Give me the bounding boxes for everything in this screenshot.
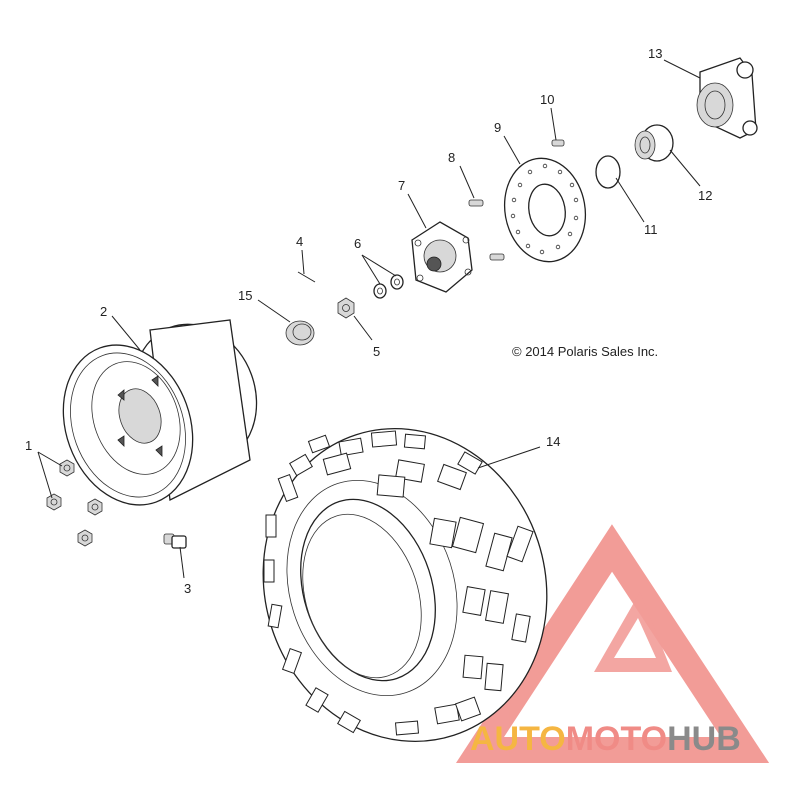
part-valve-stem <box>163 533 187 549</box>
part-snap-ring <box>595 155 621 189</box>
callout-10: 10 <box>540 92 554 107</box>
watermark-triangle-hole <box>614 618 656 658</box>
callout-7: 7 <box>398 178 405 193</box>
callout-6: 6 <box>354 236 361 251</box>
callout-14: 14 <box>546 434 560 449</box>
part-wheel-hub <box>411 221 473 293</box>
callout-1: 1 <box>25 438 32 453</box>
copyright-notice: © 2014 Polaris Sales Inc. <box>512 344 658 359</box>
callout-9: 9 <box>494 120 501 135</box>
callout-11: 11 <box>644 222 658 237</box>
part-washers <box>373 274 404 299</box>
watermark-text-part1: AUTO <box>470 720 566 758</box>
callout-12: 12 <box>698 188 712 203</box>
callout-4: 4 <box>296 234 303 249</box>
callout-5: 5 <box>373 344 380 359</box>
watermark-text: AUTOMOTOHUB <box>470 720 741 758</box>
callout-labels: 1 2 3 4 5 6 7 8 9 10 11 12 13 14 15 <box>25 46 712 596</box>
watermark-text-part3: HUB <box>667 720 741 758</box>
part-brake-disc <box>503 157 587 263</box>
watermark-logo <box>455 524 770 763</box>
watermark-triangle-outer <box>455 524 770 763</box>
callout-3: 3 <box>184 581 191 596</box>
leader-lines <box>37 59 701 579</box>
callout-8: 8 <box>448 150 455 165</box>
watermark-text-part2: MOTO <box>566 720 667 758</box>
part-disc-bolt <box>551 139 565 147</box>
part-tire <box>262 427 548 743</box>
part-bearing <box>634 124 674 162</box>
part-bolts <box>468 199 505 261</box>
callout-2: 2 <box>100 304 107 319</box>
part-castle-nut <box>337 297 355 319</box>
callout-13: 13 <box>648 46 662 61</box>
part-hub-cap <box>285 320 315 346</box>
part-cotter-pin <box>297 271 316 283</box>
callout-15: 15 <box>238 288 252 303</box>
part-wheel <box>62 319 258 506</box>
part-lug-nuts <box>46 459 103 547</box>
part-spindle <box>696 57 758 139</box>
tire-tread-blocks <box>263 430 534 736</box>
